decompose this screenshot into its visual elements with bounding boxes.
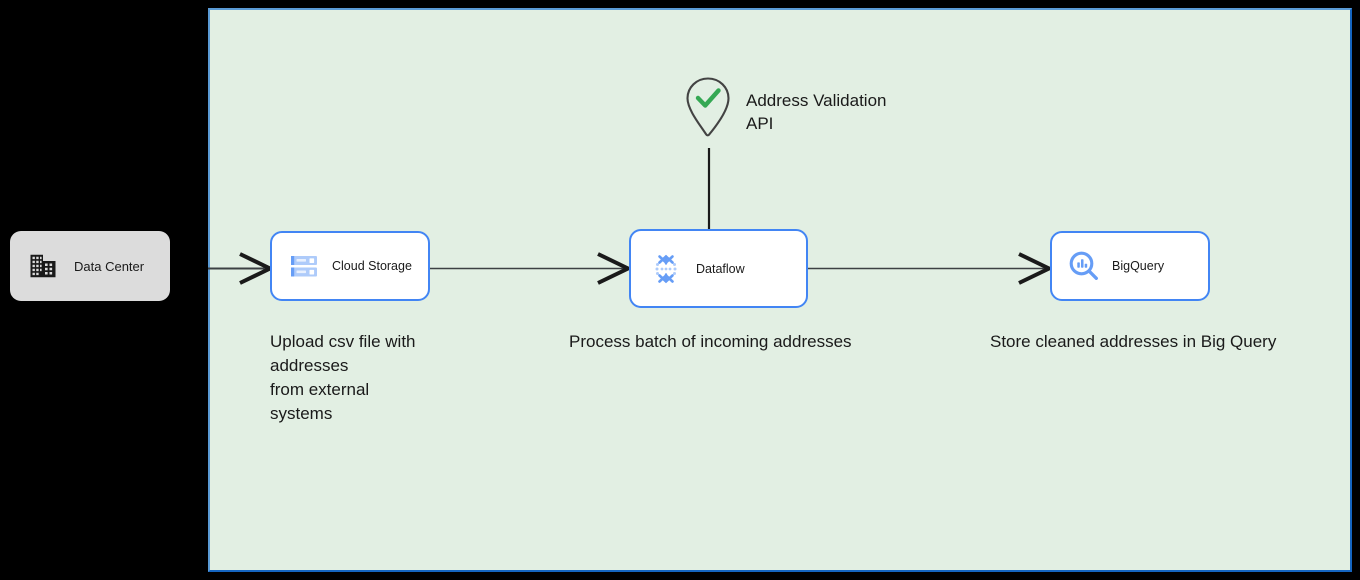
caption-cloud-storage: Upload csv file with addresses from exte…: [270, 332, 416, 423]
node-address-validation-api[interactable]: Address Validation API: [684, 76, 887, 138]
node-data-center-label: Data Center: [74, 258, 145, 274]
bigquery-magnifier-icon: [1069, 251, 1098, 280]
cloud-storage-bucket-icon: [291, 256, 317, 277]
node-data-center[interactable]: Data Center: [10, 231, 170, 301]
dataflow-icon: [655, 254, 677, 283]
node-cloud-storage[interactable]: Cloud Storage: [270, 231, 430, 301]
node-dataflow-label: Dataflow: [696, 261, 745, 276]
node-dataflow[interactable]: Dataflow: [629, 229, 808, 308]
node-address-validation-api-label: Address Validation API: [746, 91, 887, 133]
caption-dataflow: Process batch of incoming addresses: [569, 332, 852, 351]
node-bigquery-label: BigQuery: [1112, 259, 1165, 273]
node-cloud-storage-label: Cloud Storage: [332, 259, 412, 273]
data-center-building-icon: [30, 254, 56, 278]
caption-bigquery: Store cleaned addresses in Big Query: [990, 332, 1277, 351]
map-pin-check-icon: [686, 77, 730, 137]
node-bigquery[interactable]: BigQuery: [1050, 231, 1210, 301]
